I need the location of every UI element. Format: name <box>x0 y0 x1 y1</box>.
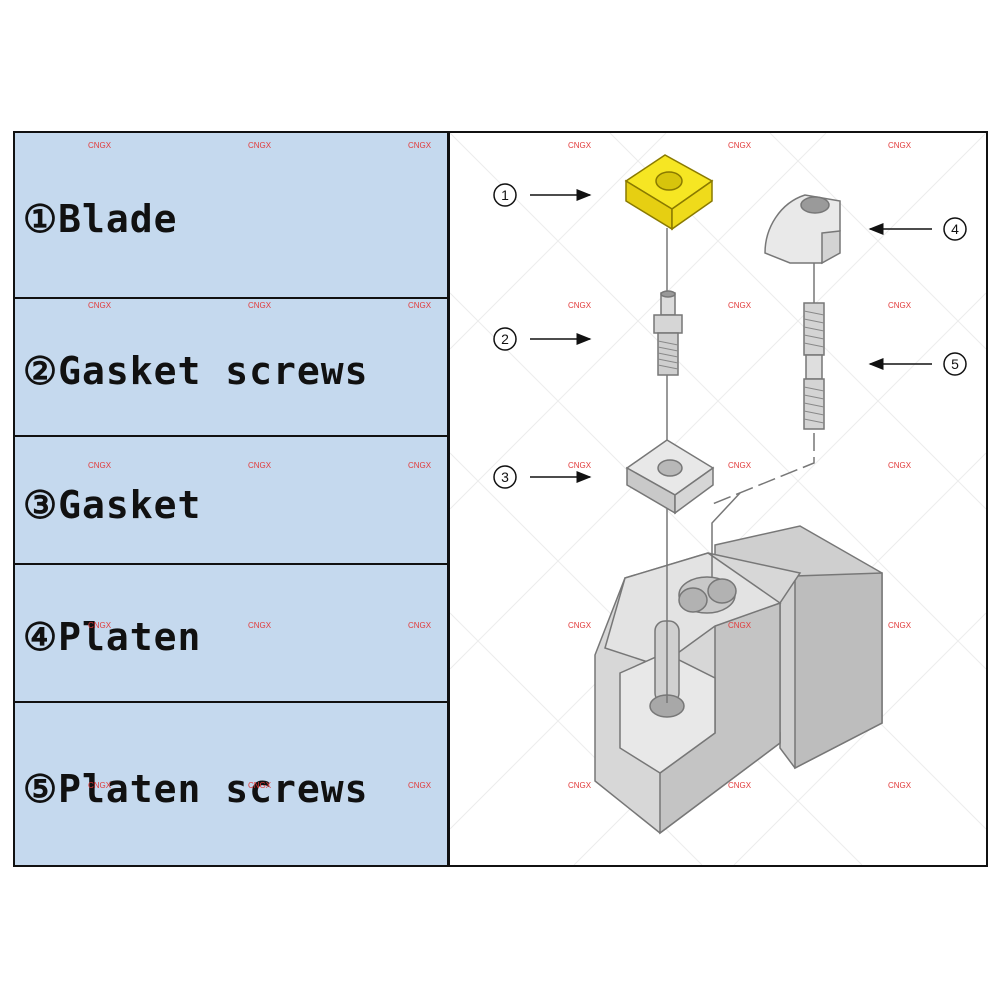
watermark: CNGX <box>408 461 432 470</box>
watermark: CNGX <box>728 461 752 470</box>
callout-4: 4 <box>868 217 967 241</box>
watermark: CNGX <box>888 461 912 470</box>
watermark: CNGX <box>88 781 112 790</box>
watermark: CNGX <box>248 301 272 310</box>
legend-label: ⑤Platen screws <box>23 767 369 811</box>
gasket-screw-part <box>653 290 683 376</box>
legend-label: ②Gasket screws <box>23 349 369 393</box>
watermark: CNGX <box>88 621 112 630</box>
legend-row-gasket: ③Gasket <box>15 437 447 565</box>
figure-frame: ①Blade ②Gasket screws ③Gasket ④Platen ⑤P… <box>13 131 988 867</box>
watermark: CNGX <box>888 141 912 150</box>
legend-row-platen: ④Platen <box>15 565 447 703</box>
platen-screw-part <box>803 302 825 430</box>
callout-number: 5 <box>951 356 959 372</box>
legend-row-gasket-screws: ②Gasket screws <box>15 299 447 437</box>
callout-number: 2 <box>501 331 509 347</box>
legend-label: ③Gasket <box>23 483 202 527</box>
watermark: CNGX <box>408 621 432 630</box>
tool-holder-body <box>594 525 883 835</box>
watermark: CNGX <box>728 621 752 630</box>
parts-legend: ①Blade ②Gasket screws ③Gasket ④Platen ⑤P… <box>15 133 447 865</box>
callout-number: 4 <box>951 221 959 237</box>
watermark: CNGX <box>88 301 112 310</box>
watermark: CNGX <box>88 461 112 470</box>
watermark: CNGX <box>88 141 112 150</box>
watermark: CNGX <box>888 621 912 630</box>
panel-divider <box>447 133 450 865</box>
blade-insert <box>624 154 714 231</box>
legend-label: ④Platen <box>23 615 202 659</box>
legend-label: ①Blade <box>23 197 178 241</box>
watermark: CNGX <box>728 781 752 790</box>
watermark: CNGX <box>568 781 592 790</box>
callout-3: 3 <box>493 465 592 489</box>
callout-number: 3 <box>501 469 509 485</box>
callout-2: 2 <box>493 327 592 351</box>
watermark: CNGX <box>248 461 272 470</box>
gasket-part <box>625 439 715 515</box>
watermark: CNGX <box>248 141 272 150</box>
legend-row-platen-screws: ⑤Platen screws <box>15 703 447 865</box>
callout-number: 1 <box>501 187 509 203</box>
watermark: CNGX <box>568 301 592 310</box>
watermark: CNGX <box>728 141 752 150</box>
assembly-lines <box>666 228 815 703</box>
watermark: CNGX <box>888 301 912 310</box>
exploded-diagram: 1 2 3 4 5 <box>449 132 987 866</box>
callout-5: 5 <box>868 352 967 376</box>
platen-part <box>764 194 841 265</box>
watermark: CNGX <box>248 781 272 790</box>
watermark: CNGX <box>568 141 592 150</box>
watermark: CNGX <box>568 621 592 630</box>
watermark: CNGX <box>408 781 432 790</box>
watermark: CNGX <box>568 461 592 470</box>
legend-row-blade: ①Blade <box>15 133 447 299</box>
watermark: CNGX <box>888 781 912 790</box>
watermark: CNGX <box>248 621 272 630</box>
watermark: CNGX <box>408 141 432 150</box>
watermark: CNGX <box>728 301 752 310</box>
callout-1: 1 <box>493 183 592 207</box>
diagram-svg: 1 2 3 4 5 <box>449 132 987 866</box>
watermark: CNGX <box>408 301 432 310</box>
